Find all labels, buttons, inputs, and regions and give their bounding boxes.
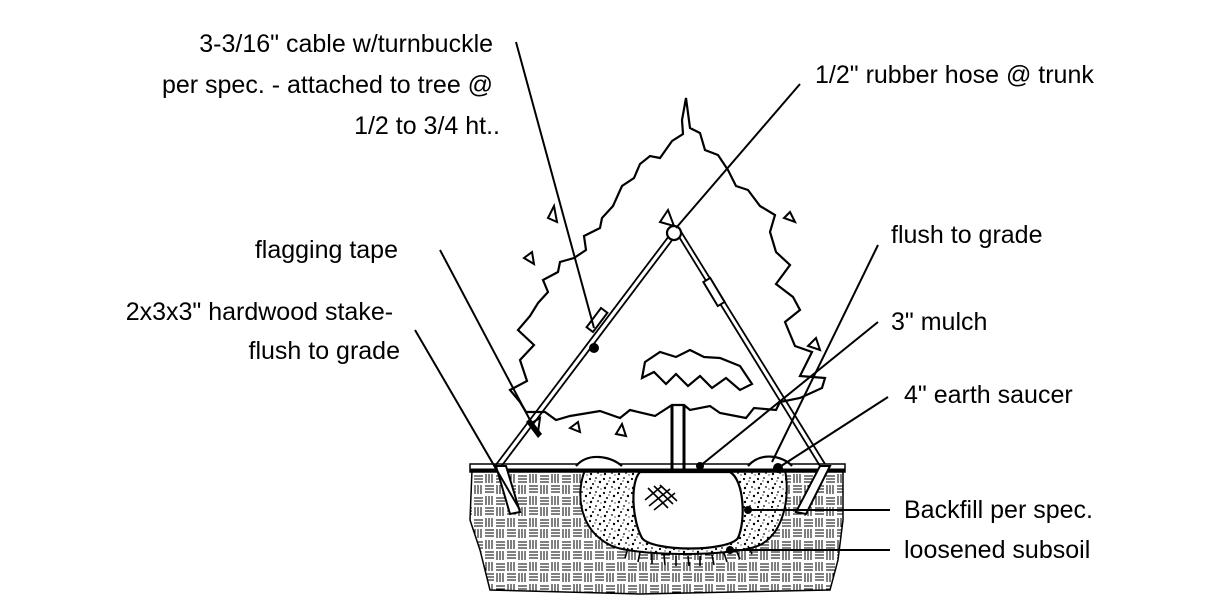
stake-label-line-2: flush to grade	[249, 337, 401, 365]
canopy-inner-cavity	[640, 348, 754, 392]
flush-to-grade-label: flush to grade	[891, 221, 1043, 249]
earth-saucer-left	[575, 455, 623, 467]
subsoil-label: loosened subsoil	[904, 536, 1090, 564]
backfill-label: Backfill per spec.	[904, 496, 1093, 524]
guy-cables	[494, 229, 826, 469]
flagging-tape-label: flagging tape	[255, 236, 398, 264]
leader-dots	[589, 343, 783, 554]
stake-label-line-1: 2x3x3" hardwood stake-	[126, 298, 393, 326]
stake-label: 2x3x3" hardwood stake- flush to grade	[126, 298, 400, 365]
cable-label-line-1: 3-3/16" cable w/turnbuckle	[199, 30, 493, 58]
root-ball	[632, 470, 744, 550]
leader-lines	[414, 41, 890, 551]
mulch-label: 3" mulch	[891, 308, 987, 336]
subsoil-roots	[624, 545, 753, 567]
cable-label-line-3: 1/2 to 3/4 ht..	[354, 112, 500, 140]
tree-canopy	[508, 97, 827, 422]
cable-label-line-2: per spec. - attached to tree @	[162, 71, 493, 99]
earth-saucer-label: 4" earth saucer	[904, 381, 1073, 409]
cable-label: 3-3/16" cable w/turnbuckle per spec. - a…	[162, 30, 500, 140]
rubber-hose-attachment	[665, 224, 683, 242]
burlap-hatch	[644, 484, 678, 511]
turnbuckles	[585, 276, 727, 334]
hose-label: 1/2" rubber hose @ trunk	[815, 61, 1094, 89]
earth-saucer-right	[747, 455, 793, 467]
flagging-tape-mark	[526, 418, 542, 438]
